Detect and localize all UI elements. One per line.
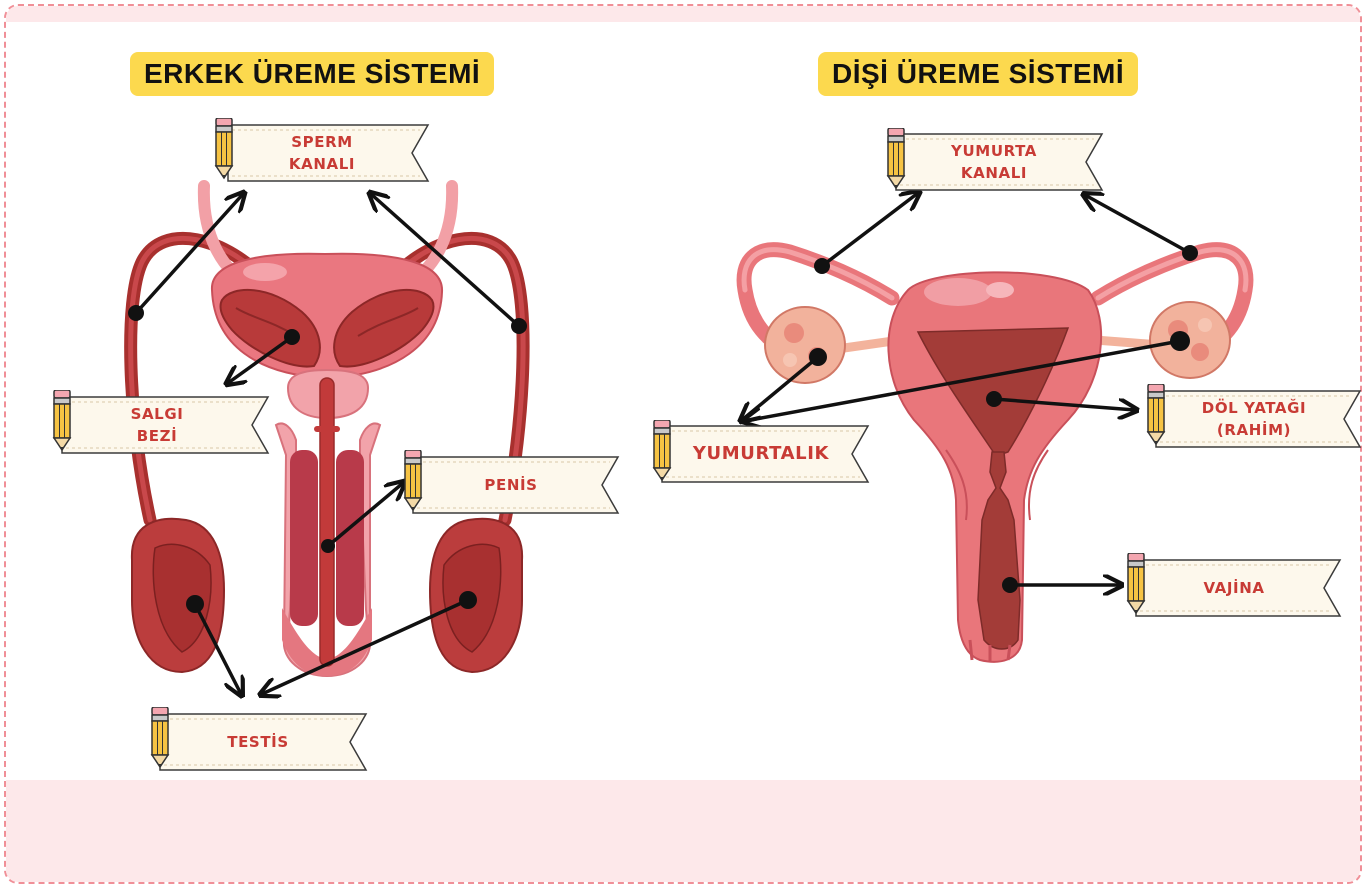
label-testis-text: TESTİS bbox=[227, 731, 289, 753]
label-yumurta-kanali-line1: YUMURTA bbox=[951, 140, 1037, 162]
arrow-yumurta-kanali-left bbox=[822, 193, 918, 266]
label-salgi-bezi-line2: BEZİ bbox=[137, 425, 178, 447]
label-penis-text: PENİS bbox=[484, 474, 537, 496]
arrow-yumurta-kanali-right bbox=[1085, 195, 1190, 253]
pencil-icon bbox=[1128, 553, 1144, 613]
label-salgi-bezi: SALGI BEZİ bbox=[72, 397, 242, 453]
label-yumurtalik: YUMURTALIK bbox=[672, 426, 850, 482]
pencil-icon bbox=[888, 128, 904, 188]
label-sperm-kanali: SPERM KANALI bbox=[236, 125, 408, 181]
label-sperm-kanali-line2: KANALI bbox=[289, 153, 355, 175]
label-dol-yatagi-line2: (RAHİM) bbox=[1217, 419, 1291, 441]
pencil-icon bbox=[654, 420, 670, 480]
label-dol-yatagi: DÖL YATAĞI (RAHİM) bbox=[1166, 391, 1342, 447]
pencil-icon bbox=[152, 707, 168, 767]
label-yumurta-kanali-line2: KANALI bbox=[961, 162, 1027, 184]
label-testis: TESTİS bbox=[170, 714, 346, 770]
pencil-icon bbox=[216, 118, 232, 178]
label-dol-yatagi-line1: DÖL YATAĞI bbox=[1202, 397, 1306, 419]
label-salgi-bezi-line1: SALGI bbox=[131, 403, 184, 425]
label-yumurtalik-text: YUMURTALIK bbox=[693, 443, 829, 465]
label-vajina-text: VAJİNA bbox=[1203, 577, 1264, 599]
label-sperm-kanali-line1: SPERM bbox=[291, 131, 353, 153]
pencil-icon bbox=[1148, 384, 1164, 444]
label-vajina: VAJİNA bbox=[1146, 560, 1322, 616]
label-yumurta-kanali: YUMURTA KANALI bbox=[906, 134, 1082, 190]
label-penis: PENİS bbox=[422, 457, 600, 513]
urethra bbox=[320, 378, 334, 666]
right-ovary bbox=[1150, 302, 1230, 378]
pencil-icon bbox=[54, 390, 70, 450]
left-ovary bbox=[765, 307, 845, 383]
pencil-icon bbox=[405, 450, 421, 510]
